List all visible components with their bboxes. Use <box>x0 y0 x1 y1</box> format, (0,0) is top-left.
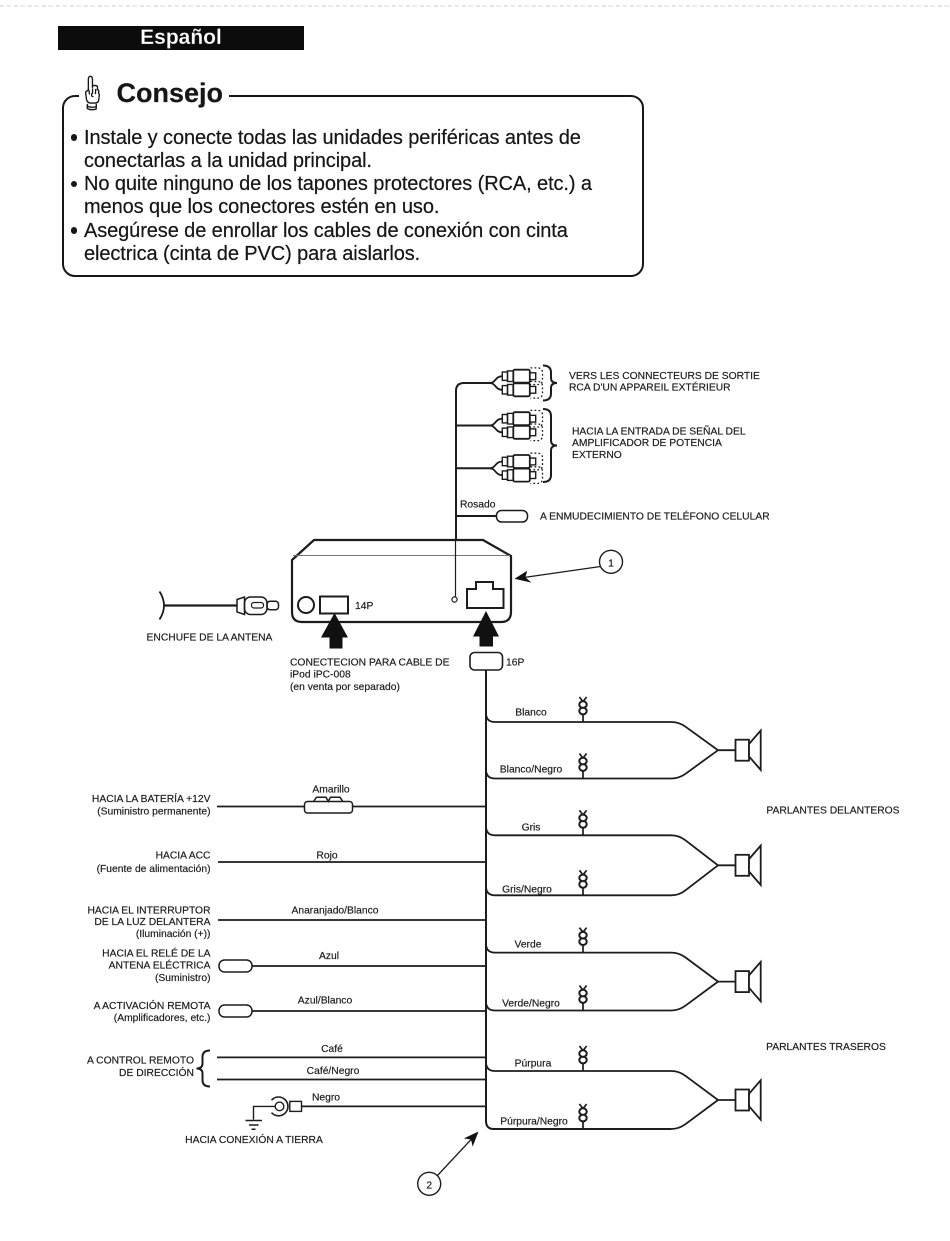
svg-text:VERS LES CONNECTEURS DE SORTIE: VERS LES CONNECTEURS DE SORTIE <box>569 371 760 382</box>
svg-text:Púrpura/Negro: Púrpura/Negro <box>500 1117 568 1128</box>
svg-text:ENCHUFE DE LA ANTENA: ENCHUFE DE LA ANTENA <box>147 632 273 643</box>
svg-text:Blanco/Negro: Blanco/Negro <box>500 765 563 776</box>
svg-text:1: 1 <box>608 558 614 569</box>
svg-text:A ENMUDECIMIENTO DE TELÉFONO C: A ENMUDECIMIENTO DE TELÉFONO CELULAR <box>540 509 770 522</box>
svg-text:Blanco: Blanco <box>515 708 547 719</box>
svg-text:HACIA ACC: HACIA ACC <box>156 851 211 862</box>
svg-text:DE DIRECCIÓN: DE DIRECCIÓN <box>119 1066 194 1079</box>
svg-text:ANTENA ELÉCTRICA: ANTENA ELÉCTRICA <box>109 959 211 972</box>
svg-text:Rosado: Rosado <box>460 499 496 510</box>
svg-text:Azul: Azul <box>319 951 339 962</box>
svg-text:14P: 14P <box>355 601 373 612</box>
svg-text:HACIA CONEXIÓN A TIERRA: HACIA CONEXIÓN A TIERRA <box>185 1133 323 1146</box>
svg-text:A CONTROL REMOTO: A CONTROL REMOTO <box>87 1056 194 1067</box>
svg-text:AMPLIFICADOR DE POTENCIA: AMPLIFICADOR DE POTENCIA <box>572 438 722 449</box>
svg-text:Anaranjado/Blanco: Anaranjado/Blanco <box>291 906 378 917</box>
svg-text:EXTERNO: EXTERNO <box>572 450 622 461</box>
svg-text:2: 2 <box>426 1180 432 1191</box>
svg-text:(Iluminación (+)): (Iluminación (+)) <box>136 929 211 940</box>
svg-text:iPod iPC-008: iPod iPC-008 <box>290 670 351 681</box>
svg-text:PARLANTES TRASEROS: PARLANTES TRASEROS <box>766 1042 886 1053</box>
svg-text:DE LA LUZ DELANTERA: DE LA LUZ DELANTERA <box>94 917 210 928</box>
svg-text:(Amplificadores, etc.): (Amplificadores, etc.) <box>114 1013 211 1024</box>
svg-text:(en venta por separado): (en venta por separado) <box>290 682 400 693</box>
svg-text:CONECTECION PARA CABLE DE: CONECTECION PARA CABLE DE <box>290 657 450 668</box>
svg-text:(Fuente de alimentación): (Fuente de alimentación) <box>97 864 211 875</box>
svg-text:16P: 16P <box>506 657 524 668</box>
svg-text:Negro: Negro <box>312 1093 340 1104</box>
svg-text:Rojo: Rojo <box>316 851 337 862</box>
svg-text:Gris/Negro: Gris/Negro <box>502 885 552 896</box>
svg-text:Amarillo: Amarillo <box>312 785 349 796</box>
svg-text:Café: Café <box>321 1044 343 1055</box>
svg-text:Gris: Gris <box>522 823 541 834</box>
svg-text:Café/Negro: Café/Negro <box>307 1066 360 1077</box>
svg-text:Verde/Negro: Verde/Negro <box>502 999 560 1010</box>
svg-text:HACIA EL RELÉ DE LA: HACIA EL RELÉ DE LA <box>102 947 210 960</box>
svg-text:A ACTIVACIÓN REMOTA: A ACTIVACIÓN REMOTA <box>94 999 211 1012</box>
svg-text:PARLANTES DELANTEROS: PARLANTES DELANTEROS <box>766 806 899 817</box>
svg-text:HACIA EL INTERRUPTOR: HACIA EL INTERRUPTOR <box>87 906 210 917</box>
svg-text:RCA D'UN APPAREIL EXTÉRIEUR: RCA D'UN APPAREIL EXTÉRIEUR <box>569 380 731 393</box>
svg-text:(Suministro): (Suministro) <box>155 973 211 984</box>
svg-text:HACIA LA BATERÍA +12V: HACIA LA BATERÍA +12V <box>92 792 211 805</box>
svg-text:HACIA LA ENTRADA DE SEÑAL DEL: HACIA LA ENTRADA DE SEÑAL DEL <box>572 424 746 437</box>
svg-text:Verde: Verde <box>515 940 542 951</box>
svg-text:Azul/Blanco: Azul/Blanco <box>298 996 353 1007</box>
svg-text:Púrpura: Púrpura <box>515 1059 552 1070</box>
svg-text:(Suministro permanente): (Suministro permanente) <box>97 807 210 818</box>
